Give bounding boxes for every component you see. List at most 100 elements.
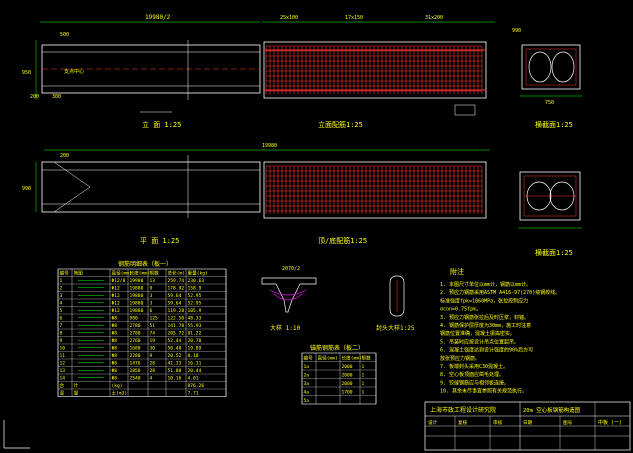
note-line: 2. 预应力钢筋采用ASTM A416-97(270)级钢绞线。 (440, 289, 560, 296)
note-line: 8. 空心板顶面应凿毛处理。 (440, 371, 504, 378)
table2-cell: 长度(mm) (342, 355, 362, 362)
table1-cell: 30 (150, 346, 156, 352)
cross-section-1: 990 750 横截面1:25 (512, 28, 582, 129)
detail-b-label: 封头大样1:25 (376, 324, 415, 332)
table1-cell: 59.64 (168, 293, 182, 299)
title-org: 上海市政工程设计研究院 (430, 406, 496, 414)
table1-cell: 28 (150, 368, 156, 374)
table1-cell: 9 (150, 286, 153, 292)
table2-cell: 1 (362, 364, 365, 370)
section1-label: 横截面1:25 (535, 120, 573, 129)
table2-cell: 5a (304, 398, 310, 404)
table2-cell: 4a (304, 390, 310, 396)
note-line: 放张预应力钢筋。 (440, 355, 480, 362)
table1-cell: 13 (60, 368, 66, 374)
plan-view-label: 平 面 1:25 (140, 237, 179, 245)
table1-cell: 16.31 (188, 361, 202, 367)
table1-cell: 5 (60, 308, 63, 314)
rebar-elevation-view: 25x100 17x150 31x200 立面配筋1:25 (262, 15, 495, 129)
cross-section-2: 横截面1:25 (518, 171, 582, 257)
table1-cell: 3 (150, 293, 153, 299)
dim-25x100: 25x100 (280, 15, 298, 21)
note-line: 3. 预应力钢筋张拉后及时压浆，封锚。 (440, 314, 529, 321)
table1-cell: 合 (60, 382, 65, 389)
table1-cell: 9 (150, 353, 153, 359)
table1-cell: 19 (150, 338, 156, 344)
table1-cell: 混 (60, 390, 65, 397)
detail-a: 2070/2 大样 1:10 (261, 266, 317, 332)
table1-cell: 2760 (130, 338, 141, 344)
table1-cell: 1 (60, 278, 63, 284)
table1-cell: 51 (150, 323, 156, 329)
table1-cell: Φ8 (112, 346, 118, 352)
table1-cell: 19980 (130, 278, 144, 284)
table1-cell: 48.33 (188, 316, 202, 322)
table1-cell: 8 (60, 331, 63, 337)
table2-cell: 2000 (342, 364, 353, 370)
table1-cell: 编号 (60, 270, 70, 277)
table1-cell: 41.33 (168, 361, 182, 367)
table1-cell: 1680 (130, 346, 141, 352)
note-line: 钢筋位置准确，混凝土振捣密实。 (440, 330, 515, 337)
table1-cell: 980 (130, 316, 139, 322)
plan-rebar-label: 顶/底配筋1:25 (318, 236, 367, 245)
dim-31x200: 31x200 (425, 15, 443, 21)
support-center-label: 支点中心 (64, 68, 84, 75)
dim-990-sec1: 990 (512, 28, 521, 34)
table1-cell: 土(m3) (112, 390, 128, 397)
table1-cell: 2540 (130, 376, 141, 382)
table1-cell: 52.95 (188, 301, 202, 307)
dim-200-elev: 200 (30, 94, 39, 100)
table1-cell: 9 (60, 338, 63, 344)
table1-cell: 19880 (130, 308, 144, 314)
table1-cell: Φ12 (112, 293, 121, 299)
table1-cell: 19880 (130, 286, 144, 292)
table1-cell: 51.80 (168, 368, 182, 374)
table1-cell: 2280 (130, 353, 141, 359)
table1-cell: 1850 (130, 368, 141, 374)
table1-cell: 重量(kg) (188, 270, 208, 277)
table1-cell: 根数 (150, 270, 160, 277)
table1-cell: 4.01 (188, 376, 199, 382)
table1-cell: 876.26 (188, 383, 205, 389)
dim-950-elev: 950 (22, 70, 31, 76)
table1-cell: 4 (60, 301, 63, 307)
detail-b: 封头大样1:25 (376, 275, 415, 332)
dim-2070: 2070/2 (282, 266, 300, 272)
table1-cell: 74 (150, 331, 156, 337)
table1-cell: Φ8 (112, 376, 118, 382)
title-field: 复核 (458, 419, 468, 426)
table2-cell: 3a (304, 381, 310, 387)
table2-cell: 编号 (304, 355, 314, 362)
table1-cell: Φ12 (112, 286, 121, 292)
note-line: 6. 混凝土强度达到设计强度的90%后方可 (440, 347, 533, 354)
title-field: 审核 (493, 419, 503, 426)
table1-cell: 230.63 (188, 278, 205, 284)
table1-cell: 19.89 (188, 346, 202, 352)
table1-cell: 19880 (130, 301, 144, 307)
table1-cell: 2 (60, 286, 63, 292)
table1-cell: 4 (150, 376, 153, 382)
ucs-icon (3, 420, 30, 449)
notes: 附注 1. 本图尺寸单位以mm计，钢筋以mm计。2. 预应力钢筋采用ASTM A… (440, 267, 560, 395)
dim-300-elev: 300 (52, 94, 61, 100)
table2-title: 锚筋钢筋表（板二） (310, 344, 364, 352)
table1-cell: 直径(mm) (112, 270, 132, 277)
table1-cell: 6 (60, 316, 63, 322)
table2-cell: 1 (362, 373, 365, 379)
table1-cell: 10.16 (168, 376, 182, 382)
table1-cell: 7.71 (188, 391, 199, 397)
table1-title: 钢筋明细表（板一） (118, 260, 172, 268)
notes-title: 附注 (450, 267, 464, 276)
table1-cell: 105.9 (188, 308, 202, 314)
table2-cell: 1700 (342, 390, 353, 396)
table2-cell: 1a (304, 364, 310, 370)
table1-cell: 简图 (74, 270, 84, 277)
table1-cell: 28 (150, 361, 156, 367)
table2-cell: 2000 (342, 373, 353, 379)
elevation-view: 19980/2 500 950 支点中心 200 300 立 面 1:25 (22, 14, 261, 129)
table1-cell: 141.78 (168, 323, 185, 329)
note-line: 10. 其余未尽事宜参照有关规范执行。 (440, 388, 527, 395)
table2-cell: 1 (362, 381, 365, 387)
